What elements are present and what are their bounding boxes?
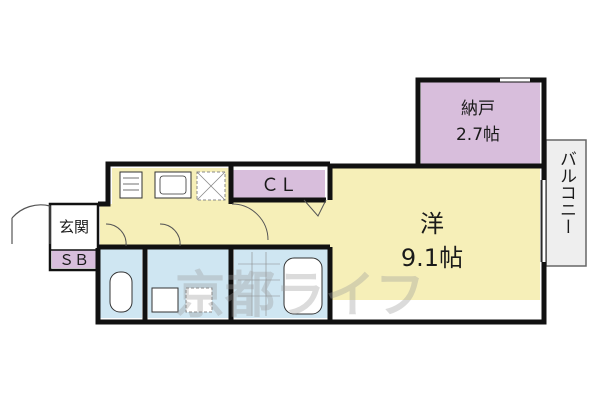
walls xyxy=(95,77,547,325)
balcony-label: バルコニー xyxy=(556,150,576,235)
closet xyxy=(233,170,325,198)
washer-icon xyxy=(185,287,213,313)
watermark-text: 京都ライフ xyxy=(175,266,425,324)
storage-room xyxy=(421,82,540,164)
room-door xyxy=(231,203,269,241)
stove-icon xyxy=(119,171,143,199)
bath-tile-icon xyxy=(238,252,280,316)
toilet-icon xyxy=(109,271,133,313)
washbasin-icon xyxy=(151,287,179,313)
stove-grill-icon xyxy=(123,177,139,191)
bathtub-icon xyxy=(283,257,323,315)
hall-door-2 xyxy=(159,223,181,247)
closet-door xyxy=(303,199,327,217)
entrance-area xyxy=(52,206,98,250)
storage-size: 2.7帖 xyxy=(456,125,500,145)
sink-basin-icon xyxy=(159,175,187,195)
storage-name: 納戸 xyxy=(461,99,495,119)
entrance-door xyxy=(11,204,51,244)
hall-door-1 xyxy=(105,223,127,247)
western-room xyxy=(330,168,540,300)
western-size: 9.1帖 xyxy=(401,244,463,272)
shoe-box-label: ＳＢ xyxy=(59,251,89,269)
entrance-label: 玄関 xyxy=(59,218,89,236)
closet-label: ＣＬ xyxy=(261,175,297,196)
shoe-box xyxy=(52,250,98,268)
western-name: 洋 xyxy=(420,210,444,238)
